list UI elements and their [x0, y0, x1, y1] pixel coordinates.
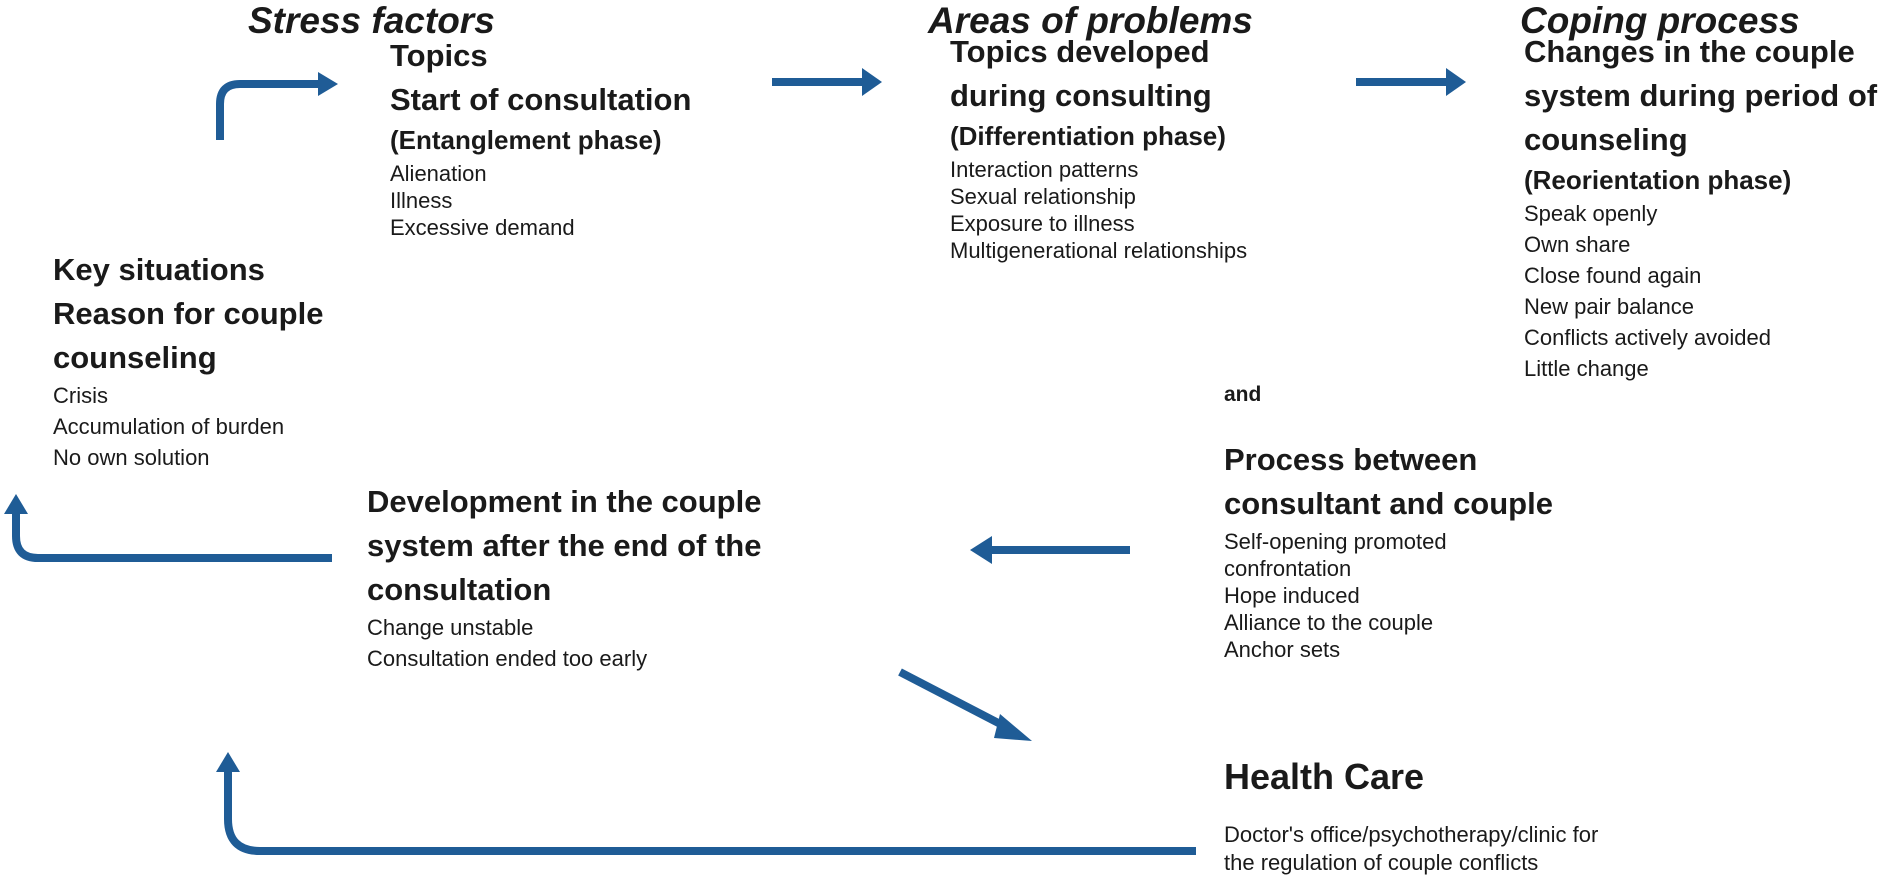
- arrow-process-to-development: [970, 536, 1130, 564]
- list-item: Crisis: [53, 383, 108, 408]
- list-item: Sexual relationship: [950, 184, 1136, 209]
- process-title-line: Process between: [1224, 442, 1478, 477]
- developed-title-line: during consulting: [950, 78, 1212, 113]
- health-care-title: Health Care: [1224, 756, 1425, 797]
- key-title-line: Reason for couple: [53, 296, 324, 331]
- list-item: Close found again: [1524, 263, 1702, 288]
- list-item: Exposure to illness: [950, 211, 1135, 236]
- developed-phase: (Differentiation phase): [950, 121, 1226, 151]
- changes-title-line: system during period of: [1524, 78, 1878, 113]
- and-label: and: [1224, 383, 1262, 406]
- header-coping-process: Coping process: [1520, 0, 1800, 41]
- arrow-development-to-key: [4, 494, 332, 562]
- arrow-developed-to-changes: [1356, 68, 1466, 96]
- health-care-block: Health Care Doctor's office/psychotherap…: [1224, 755, 1598, 877]
- arrow-health-to-development: [216, 752, 1196, 855]
- list-item: Hope induced: [1224, 583, 1360, 608]
- topics-items: Alienation Illness Excessive demand: [390, 160, 691, 241]
- key-situations-block: Key situations Reason for couple counsel…: [53, 248, 323, 473]
- development-title-line: consultation: [367, 572, 552, 607]
- changes-title-line: Changes in the couple: [1524, 34, 1855, 69]
- list-item: Own share: [1524, 232, 1631, 257]
- list-item: Excessive demand: [390, 215, 575, 240]
- header-stress-factors: Stress factors: [248, 0, 495, 41]
- list-item: Illness: [390, 188, 453, 213]
- header-areas-of-problems: Areas of problems: [928, 0, 1253, 41]
- list-item: New pair balance: [1524, 294, 1694, 319]
- development-block: Development in the couple system after t…: [367, 480, 761, 674]
- list-item: Anchor sets: [1224, 637, 1341, 662]
- list-item: Accumulation of burden: [53, 414, 285, 439]
- topics-title-line: Start of consultation: [390, 82, 692, 117]
- list-item: Change unstable: [367, 615, 534, 640]
- list-item: Consultation ended too early: [367, 646, 648, 671]
- topics-phase: (Entanglement phase): [390, 125, 662, 155]
- development-items: Change unstable Consultation ended too e…: [367, 612, 761, 674]
- process-block: Process between consultant and couple Se…: [1224, 438, 1553, 663]
- list-item: Doctor's office/psychotherapy/clinic for: [1224, 822, 1599, 847]
- key-title-line: counseling: [53, 340, 217, 375]
- arrow-start-to-topics: [216, 72, 338, 140]
- process-items: Self-opening promoted confrontation Hope…: [1224, 528, 1553, 663]
- list-item: the regulation of couple conflicts: [1224, 850, 1539, 875]
- list-item: Little change: [1524, 356, 1649, 381]
- changes-phase: (Reorientation phase): [1524, 165, 1792, 195]
- list-item: Conflicts actively avoided: [1524, 325, 1772, 350]
- development-title-line: system after the end of the: [367, 528, 762, 563]
- health-items: Doctor's office/psychotherapy/clinic for…: [1224, 821, 1598, 877]
- list-item: confrontation: [1224, 556, 1352, 581]
- developed-title-line: Topics developed: [950, 34, 1210, 69]
- developed-block: Topics developed during consulting (Diff…: [950, 30, 1247, 264]
- changes-block: Changes in the couple system during peri…: [1524, 30, 1877, 384]
- arrow-topics-to-developed: [772, 68, 882, 96]
- development-title-line: Development in the couple: [367, 484, 762, 519]
- list-item: Interaction patterns: [950, 157, 1139, 182]
- list-item: No own solution: [53, 445, 210, 470]
- topics-title-line: Topics: [390, 38, 488, 73]
- arrow-development-to-health: [898, 668, 1032, 741]
- topics-block: Topics Start of consultation (Entangleme…: [390, 34, 691, 241]
- list-item: Speak openly: [1524, 201, 1658, 226]
- changes-title-line: counseling: [1524, 122, 1688, 157]
- list-item: Alliance to the couple: [1224, 610, 1434, 635]
- list-item: Self-opening promoted: [1224, 529, 1447, 554]
- changes-items: Speak openly Own share Close found again…: [1524, 198, 1877, 384]
- developed-items: Interaction patterns Sexual relationship…: [950, 156, 1247, 264]
- list-item: Multigenerational relationships: [950, 238, 1248, 263]
- list-item: Alienation: [390, 161, 487, 186]
- process-title-line: consultant and couple: [1224, 486, 1553, 521]
- key-title-line: Key situations: [53, 252, 265, 287]
- key-items: Crisis Accumulation of burden No own sol…: [53, 380, 323, 473]
